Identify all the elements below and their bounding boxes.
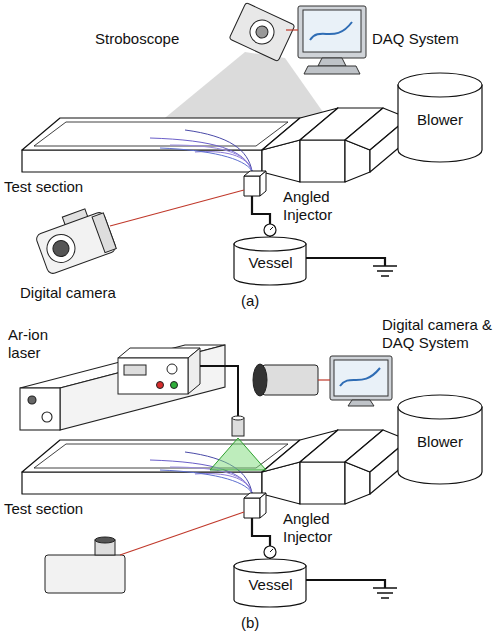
- laser-power-supply: [118, 348, 200, 358]
- part-label: Angled Injector: [283, 188, 353, 224]
- digital-camera: [262, 365, 318, 395]
- blower-label-box: Blower: [413, 109, 467, 131]
- vessel-label-box: Vessel: [244, 574, 297, 596]
- daq-monitor: [304, 66, 360, 74]
- ar-ion-laser: [20, 345, 225, 430]
- blower-cylinder: [398, 73, 482, 162]
- panel-label: (b): [241, 614, 259, 632]
- digital-camera: [253, 364, 318, 396]
- wind-tunnel-duct: [22, 108, 408, 182]
- daq-monitor: [340, 368, 380, 386]
- laser-power-supply: [171, 382, 178, 389]
- digital-camera: [95, 537, 115, 543]
- digital-camera: [51, 238, 72, 259]
- laser-cable: [200, 366, 238, 418]
- daq-monitor: [330, 356, 392, 406]
- laser-power-supply: [118, 358, 188, 394]
- part-label: Digital camera: [20, 284, 116, 302]
- strobe-light-cone: [160, 52, 330, 122]
- part-label: Test section: [4, 178, 83, 196]
- part-label: Angled Injector: [283, 510, 353, 546]
- signal-wire: [110, 190, 244, 226]
- part-label: Digital camera & DAQ System: [382, 316, 498, 352]
- sheet-optics: [232, 416, 244, 420]
- daq-monitor: [348, 400, 374, 406]
- signal-wire: [286, 29, 298, 30]
- signal-wire: [318, 379, 330, 380]
- laser-sheet: [210, 438, 266, 470]
- digital-camera: [253, 364, 267, 396]
- stroboscope-device: [246, 16, 278, 48]
- digital-camera: [32, 203, 117, 275]
- laser-power-supply: [188, 348, 200, 394]
- part-label: Stroboscope: [95, 30, 179, 48]
- digital-camera: [43, 231, 79, 267]
- laser-power-supply: [167, 364, 177, 374]
- digital-camera: [45, 555, 125, 593]
- ar-ion-laser: [28, 396, 36, 404]
- ar-ion-laser: [20, 388, 60, 430]
- digital-camera: [92, 213, 116, 253]
- laser-power-supply: [157, 382, 164, 389]
- node-text: Blower: [413, 111, 467, 129]
- part-label: Test section: [4, 500, 83, 518]
- laser-power-supply: [124, 365, 146, 375]
- injector-and-vessel: [234, 171, 397, 285]
- daq-monitor: [318, 58, 346, 66]
- wind-tunnel-duct: [22, 430, 408, 504]
- daq-monitor: [330, 356, 392, 400]
- sheet-optics: [232, 416, 244, 436]
- panel-label: (a): [241, 292, 259, 310]
- daq-monitor: [310, 22, 352, 40]
- injector-and-vessel: [234, 493, 397, 607]
- daq-monitor: [303, 10, 361, 52]
- laser-power-supply: [118, 348, 200, 394]
- node-text: Blower: [413, 433, 467, 451]
- part-label: Ar-ion laser: [8, 326, 70, 362]
- node-text: Vessel: [244, 254, 297, 272]
- ar-ion-laser: [42, 412, 52, 422]
- blower-label-box: Blower: [413, 431, 467, 453]
- part-label: DAQ System: [372, 30, 459, 48]
- signal-wire: [120, 512, 244, 555]
- sheet-optics: [232, 418, 244, 436]
- digital-camera: [35, 211, 117, 275]
- daq-monitor: [298, 6, 366, 74]
- stroboscope-device: [229, 2, 295, 61]
- digital-camera: [45, 537, 125, 593]
- vessel-label-box: Vessel: [244, 252, 297, 274]
- blower-cylinder: [398, 395, 482, 484]
- daq-monitor: [298, 6, 366, 58]
- ar-ion-laser: [60, 345, 225, 430]
- daq-monitor: [334, 360, 388, 396]
- stroboscope-device: [229, 2, 295, 61]
- stroboscope-device: [254, 24, 270, 40]
- node-text: Vessel: [244, 576, 297, 594]
